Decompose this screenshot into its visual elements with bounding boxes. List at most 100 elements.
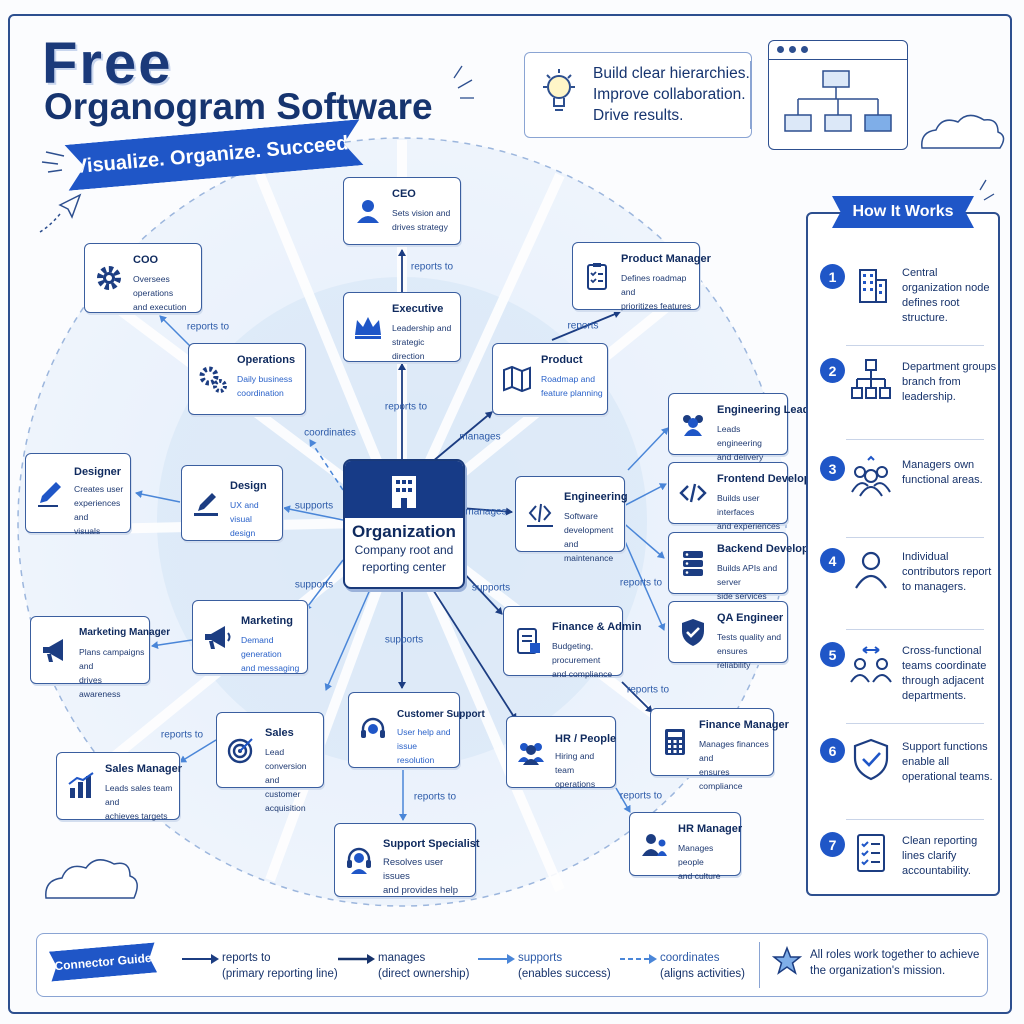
legend-reports-to: reports to(primary reporting line)	[222, 952, 338, 980]
code-icon	[679, 483, 707, 503]
edge-label-reports-to: reports to	[626, 684, 670, 696]
edge-label-reports-to: reports to	[160, 729, 204, 741]
product-manager-title: Product Manager	[621, 253, 711, 265]
design-title: Design	[230, 480, 267, 492]
step-4: 4 Individual contributors report to mana…	[808, 544, 998, 636]
gears-icon	[199, 366, 227, 393]
node-frontend-developer[interactable]: Frontend Developer Builds user interface…	[668, 462, 821, 531]
edge-label-reports-to: reports to	[384, 401, 428, 413]
code-laptop-icon	[527, 503, 553, 527]
calculator-icon	[665, 729, 685, 755]
document-icon	[517, 628, 540, 654]
executive-title: Executive	[392, 303, 444, 315]
headset-icon	[361, 717, 385, 738]
hr-manager-title: HR Manager	[678, 823, 743, 835]
step-number: 2	[820, 358, 845, 383]
edge-label-reports-to: reports to	[186, 321, 230, 333]
legend-manages: manages(direct ownership)	[378, 952, 470, 980]
designer-title: Designer	[74, 466, 122, 478]
step-1: 1 Central organization node defines root…	[808, 260, 998, 352]
clipboard-icon	[587, 263, 607, 290]
operations-title: Operations	[237, 354, 296, 366]
building-icon	[392, 475, 416, 508]
crown-icon	[355, 317, 381, 339]
legend-coordinates-arrow	[620, 954, 657, 964]
server-icon	[683, 551, 703, 576]
step-number: 7	[820, 832, 845, 857]
frontend-developer-title: Frontend Developer	[717, 473, 821, 485]
organization-title: Organization	[352, 522, 456, 541]
megaphone-icon	[205, 626, 231, 649]
marketing-title: Marketing	[241, 615, 293, 627]
step-number: 3	[820, 456, 845, 481]
how-it-works-panel: 1 Central organization node defines root…	[806, 212, 1000, 896]
edge-label-supports: supports	[384, 634, 424, 646]
sales-manager-title: Sales Manager	[105, 763, 183, 775]
product-title: Product	[541, 354, 583, 366]
legend-manages-arrow	[338, 954, 375, 964]
finance-admin-title: Finance & Admin	[552, 621, 642, 633]
node-backend-developer[interactable]: Backend Developer Builds APIs and server…	[668, 532, 819, 601]
map-icon	[503, 365, 531, 393]
org-chart-icon	[784, 70, 892, 132]
title-main: Organogram Software	[44, 86, 433, 127]
browser-illustration	[768, 40, 908, 150]
legend-reports-arrow	[182, 954, 219, 964]
edge-label-supports: supports	[294, 500, 334, 512]
cross-team-icon	[850, 646, 892, 683]
sales-title: Sales	[265, 727, 294, 739]
team-icon	[851, 455, 891, 497]
coo-title: COO	[133, 254, 159, 266]
edge-label-manages: manages	[465, 506, 507, 518]
edge-label-reports-to: reports to	[413, 791, 457, 803]
organization-node[interactable]: Organization Company root and reporting …	[343, 459, 465, 589]
ceo-title: CEO	[392, 188, 416, 200]
benefits-card: Build clear hierarchies. Improve collabo…	[524, 52, 752, 138]
step-text: Cross-functional teams coordinate throug…	[902, 645, 987, 702]
checklist-icon	[857, 834, 885, 872]
step-number: 1	[820, 264, 845, 289]
engineering-lead-title: Engineering Lead	[717, 404, 810, 416]
megaphone-icon	[43, 639, 63, 662]
step-5: 5 Cross-functional teams coordinate thro…	[808, 638, 998, 730]
step-number: 6	[820, 738, 845, 763]
hr-people-title: HR / People	[555, 733, 617, 745]
organization-desc-1: Company root and	[354, 543, 454, 557]
